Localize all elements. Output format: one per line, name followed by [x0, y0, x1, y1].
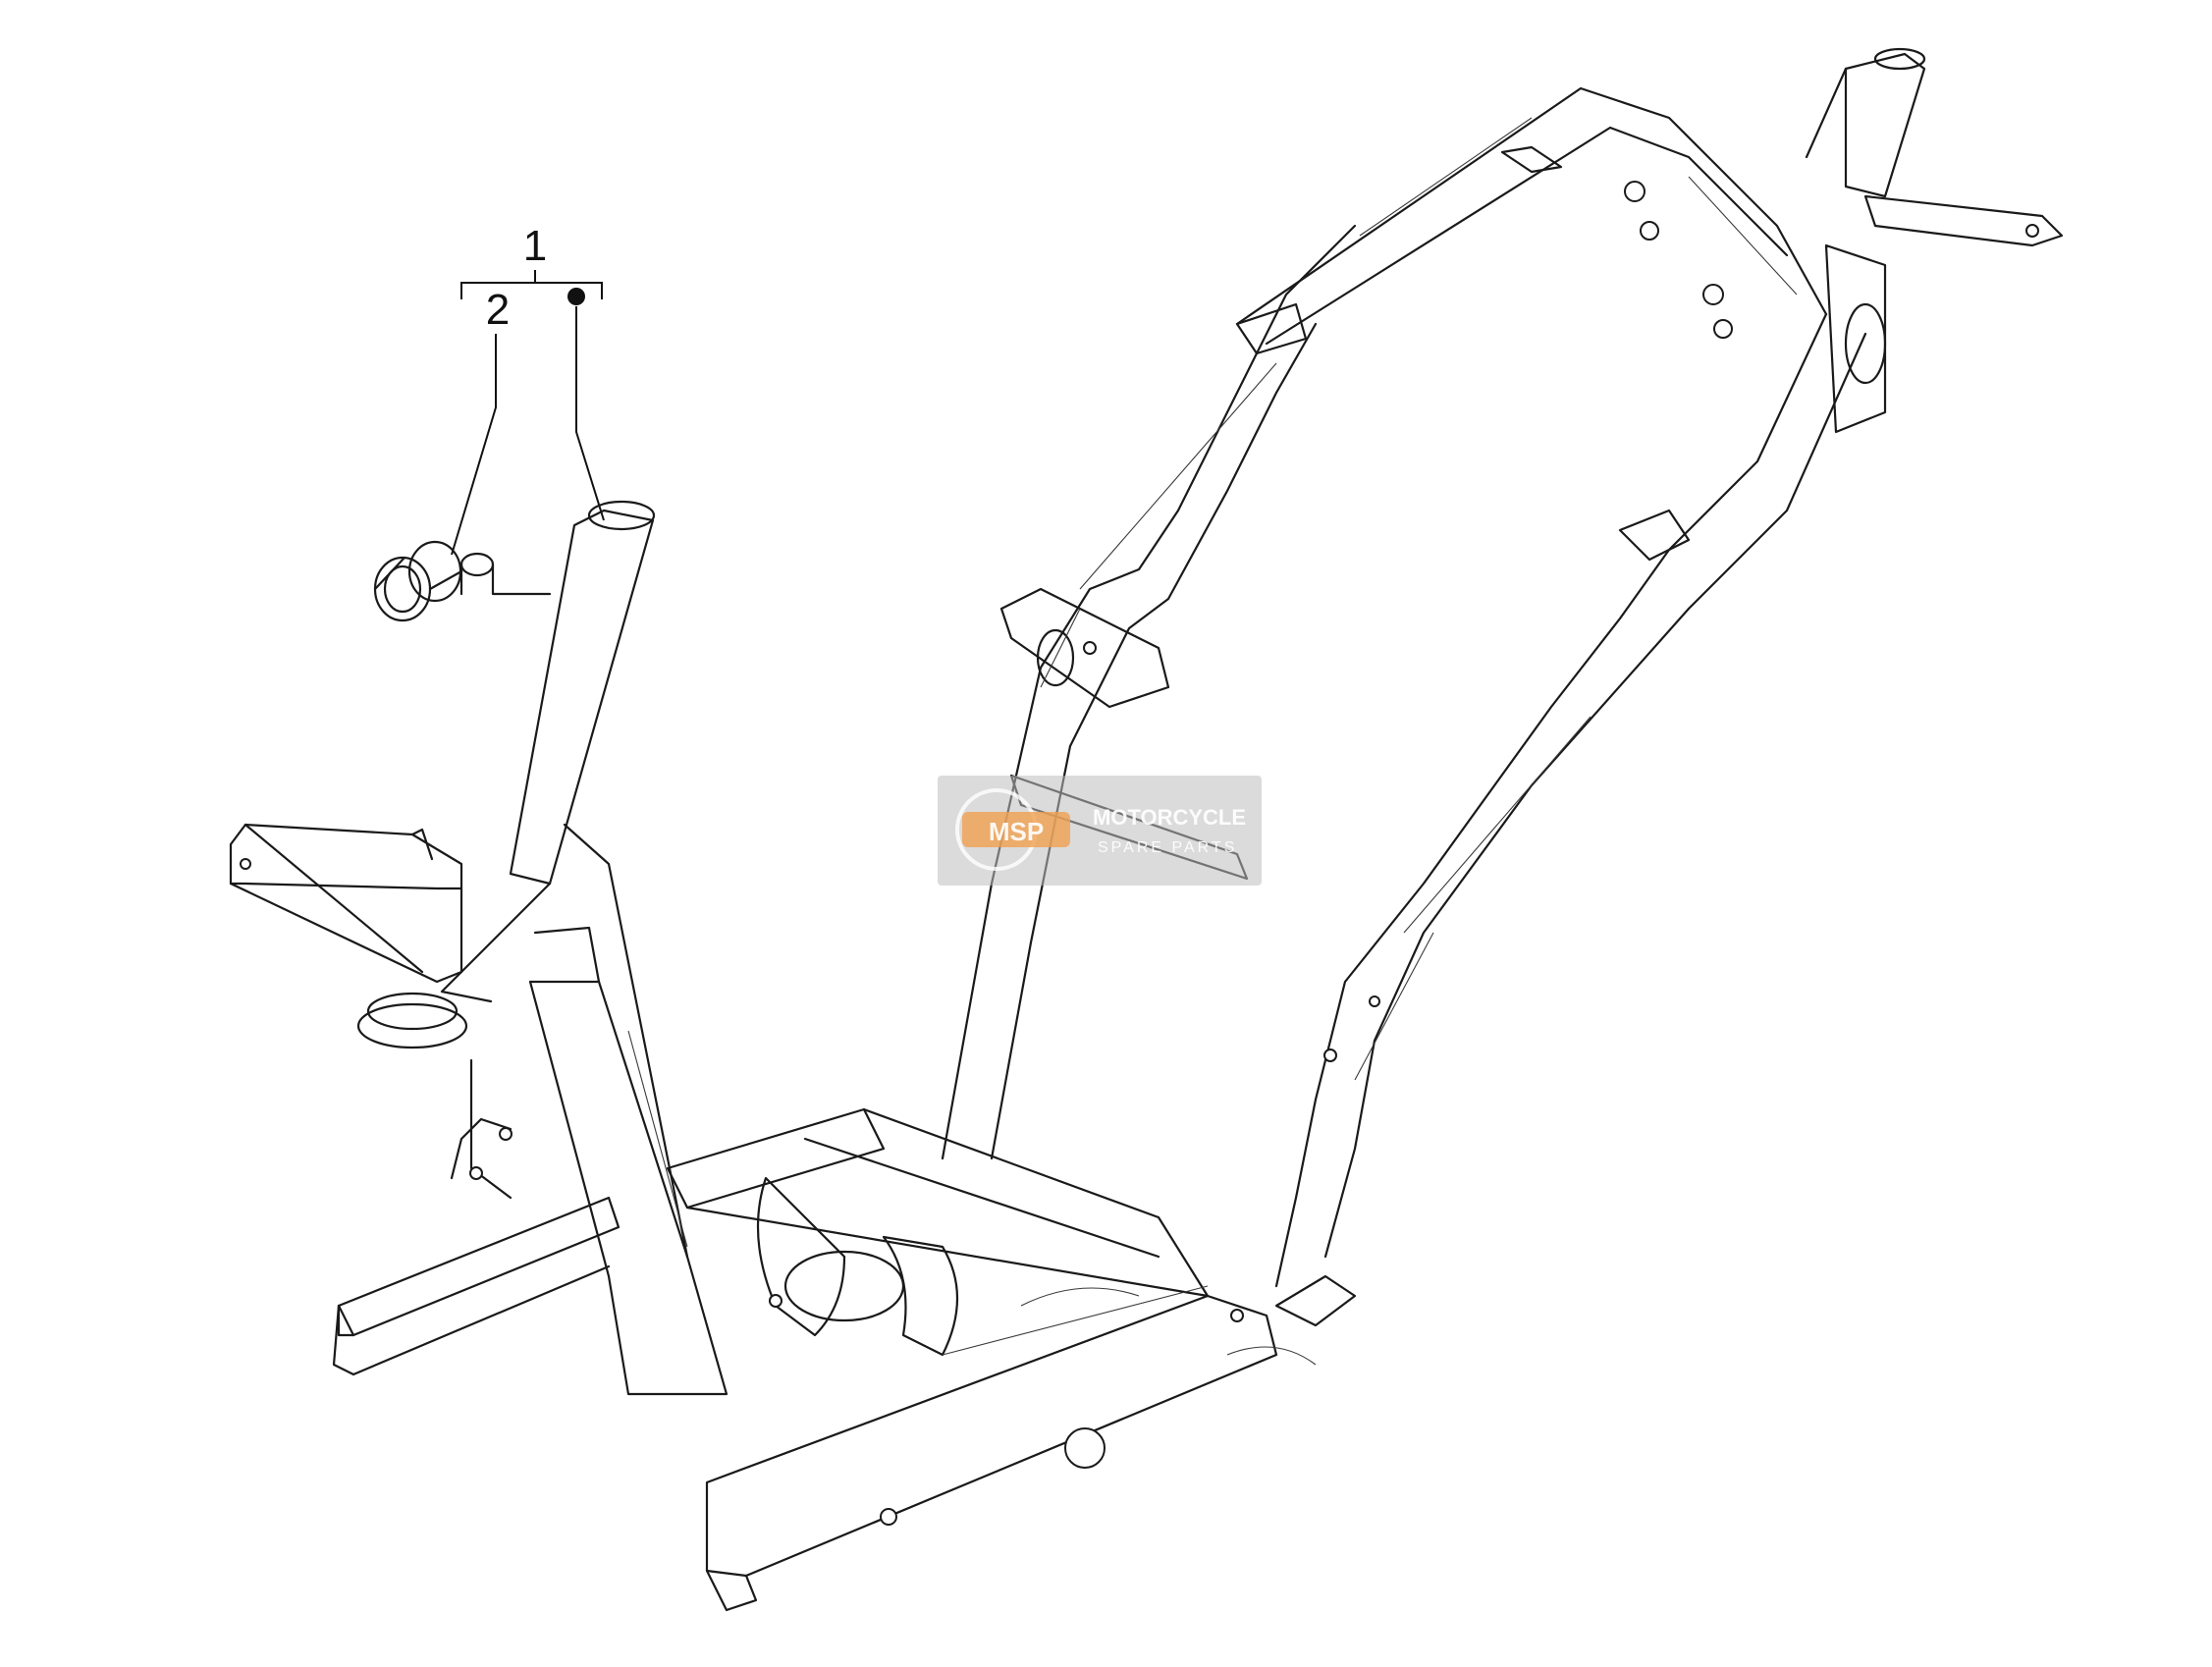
callout-bullet-dot — [567, 288, 585, 305]
mount-holes — [240, 181, 2039, 1526]
callout-2-label: 2 — [486, 286, 510, 334]
bushing-ring-part — [373, 540, 463, 622]
surface-contours — [627, 117, 1798, 1366]
watermark: MSP MOTORCYCLE SPARE PARTS — [938, 776, 1262, 886]
callout-1-bracket — [460, 282, 603, 299]
callout-1-leader — [575, 306, 605, 521]
watermark-box — [938, 776, 1262, 886]
watermark-logo-badge — [962, 812, 1070, 847]
watermark-line1: MOTORCYCLE — [1093, 805, 1246, 830]
watermark-line2: SPARE PARTS — [1098, 839, 1237, 856]
callout-1-label: 1 — [523, 222, 547, 270]
scooter-frame — [229, 47, 2064, 1612]
watermark-logo-text: MSP — [989, 817, 1044, 846]
callout-group: 1 2 — [451, 222, 605, 556]
callout-2-leader — [451, 334, 497, 556]
